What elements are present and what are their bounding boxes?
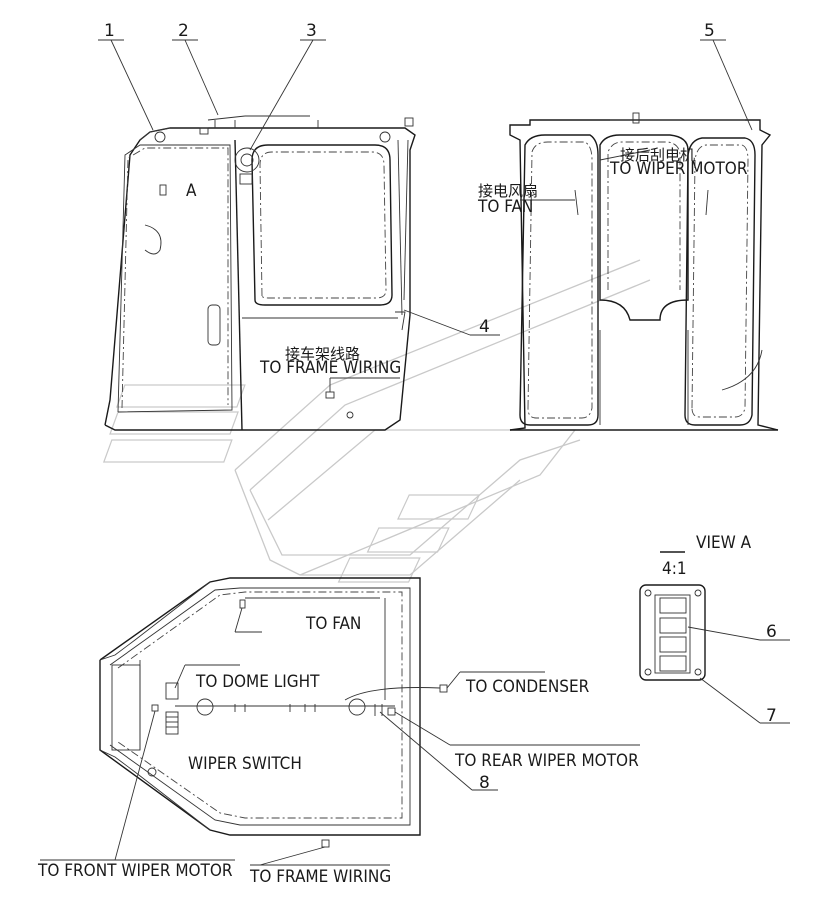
callout-numbers: 1 2 3 4 5 6 7 8 <box>104 21 777 793</box>
label-to-condenser: TO CONDENSER <box>465 677 590 697</box>
label-to-rear-wiper-motor: TO REAR WIPER MOTOR <box>454 751 639 771</box>
callout-3: 3 <box>306 21 317 41</box>
label-to-frame-wiring-cn: 接车架线路 <box>285 345 360 363</box>
label-to-frame-wiring-bottom: TO FRAME WIRING <box>249 867 391 887</box>
leader-lines <box>40 39 790 866</box>
label-to-wiper-motor-cn: 接后刮电机 <box>620 146 695 164</box>
label-to-fan: TO FAN <box>305 614 361 634</box>
callout-8: 8 <box>479 773 490 793</box>
label-to-wiper-motor: TO WIPER MOTOR <box>609 159 748 179</box>
label-wiper-switch: WIPER SWITCH <box>188 754 302 774</box>
view-letter-a: A <box>186 181 197 201</box>
label-to-fan-cn: 接电风扇 <box>478 182 538 200</box>
label-to-fan-right: TO FAN <box>477 197 533 217</box>
switch-panel-view-a <box>639 551 706 681</box>
callout-2: 2 <box>178 21 189 41</box>
cab-front-view <box>104 115 416 431</box>
callout-6: 6 <box>766 622 777 642</box>
callout-5: 5 <box>704 21 715 41</box>
cab-top-view <box>99 577 448 848</box>
callout-7: 7 <box>766 706 777 726</box>
label-to-frame-wiring-top: TO FRAME WIRING <box>259 358 401 378</box>
label-view-a: VIEW A <box>696 533 752 553</box>
labels: A 接车架线路 TO FRAME WIRING 接电风扇 TO FAN 接后刮电… <box>37 146 752 887</box>
label-to-front-wiper-motor: TO FRONT WIPER MOTOR <box>37 861 233 881</box>
label-to-dome-light: TO DOME LIGHT <box>195 672 320 692</box>
watermark-logo <box>102 259 651 583</box>
label-scale: 4:1 <box>662 559 687 579</box>
cab-rear-view <box>509 112 779 431</box>
callout-4: 4 <box>479 317 490 337</box>
callout-1: 1 <box>104 21 115 41</box>
